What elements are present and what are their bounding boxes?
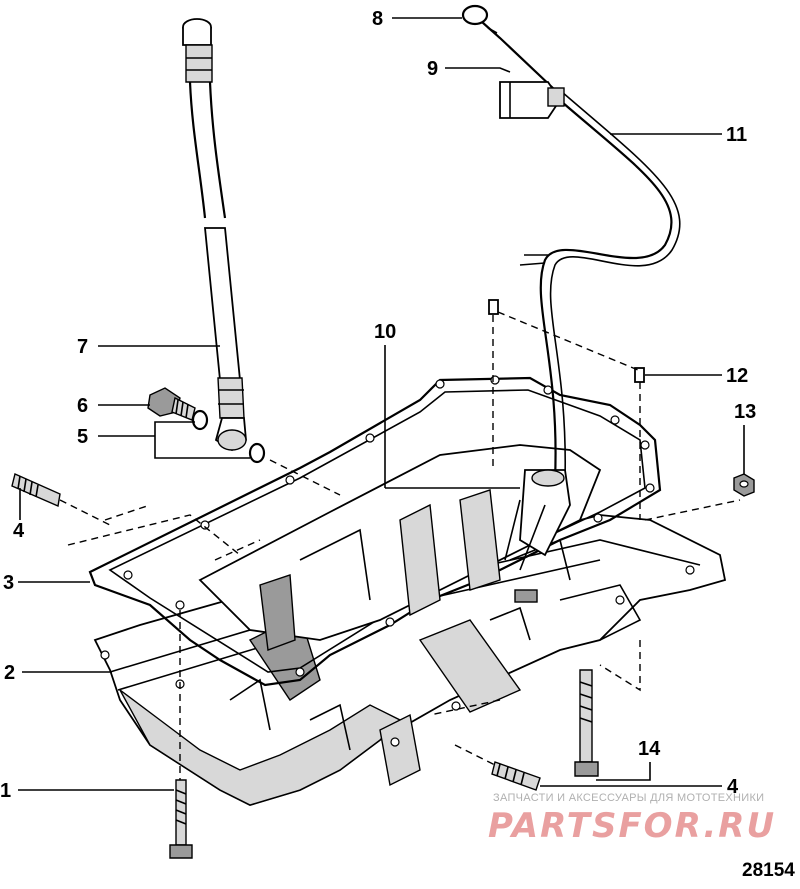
callout-13: 13 — [734, 401, 756, 423]
watermark-logo: PARTSFOR.RU — [488, 806, 777, 846]
callout-8: 8 — [372, 8, 383, 30]
callout-5: 5 — [77, 426, 88, 448]
callout-4-right: 4 — [727, 776, 739, 798]
callout-12: 12 — [726, 365, 748, 387]
alignment-lines — [59, 311, 741, 780]
callout-3: 3 — [3, 572, 14, 594]
drain-plug — [147, 387, 196, 421]
callout-14: 14 — [638, 738, 661, 760]
figure-number: 28154 — [742, 860, 795, 881]
callout-6: 6 — [77, 395, 88, 417]
callout-11: 11 — [726, 124, 747, 146]
callout-labels: 1 2 3 4 4 5 6 7 8 9 10 11 12 13 14 — [0, 8, 756, 802]
dipstick-tube — [504, 91, 681, 571]
callout-4-left: 4 — [13, 520, 25, 542]
callout-7: 7 — [77, 336, 88, 358]
leader-lines — [18, 17, 745, 791]
o-rings — [191, 409, 266, 464]
callout-10: 10 — [374, 321, 396, 343]
oil-pan-baffle — [198, 444, 602, 651]
studs — [11, 473, 541, 791]
callout-2: 2 — [4, 662, 15, 684]
tube-clip — [499, 81, 565, 119]
bolts — [169, 669, 599, 859]
callout-1: 1 — [0, 780, 11, 802]
callout-9: 9 — [427, 58, 438, 80]
oil-pan — [93, 514, 727, 806]
dipstick — [461, 4, 556, 91]
watermark-subtitle: ЗАПЧАСТИ И АКСЕССУАРЫ ДЛЯ МОТОТЕХНИКИ — [493, 792, 765, 804]
oil-fill-hose — [182, 18, 247, 452]
nut — [733, 473, 755, 497]
